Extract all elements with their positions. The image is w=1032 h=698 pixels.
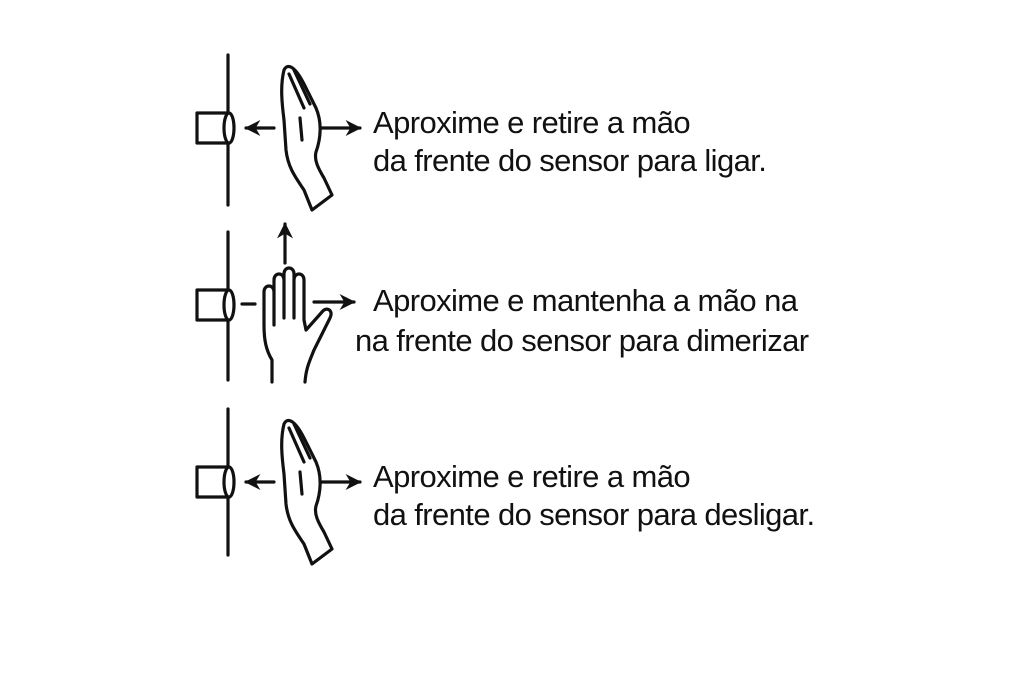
step-1-line-1: Aproxime e retire a mão: [373, 105, 691, 140]
step-1-line-2: da frente do sensor para ligar.: [373, 143, 767, 178]
sensor-icon: [195, 288, 236, 322]
step-3-line-2: da frente do sensor para desligar.: [373, 497, 815, 532]
side-hand-icon: [280, 418, 334, 566]
step-2-line-1: Aproxime e mantenha a mão na: [373, 283, 798, 318]
open-hand-icon: [262, 266, 333, 384]
step-2-line-2: na frente do sensor para dimerizar: [355, 323, 809, 358]
side-hand-icon: [280, 64, 334, 212]
step-1-illustration: [195, 53, 362, 212]
step-3-line-1: Aproxime e retire a mão: [373, 459, 691, 494]
sensor-icon: [195, 111, 236, 145]
step-2-illustration: [195, 222, 356, 384]
sensor-icon: [195, 465, 236, 499]
step-3-illustration: [195, 407, 362, 566]
